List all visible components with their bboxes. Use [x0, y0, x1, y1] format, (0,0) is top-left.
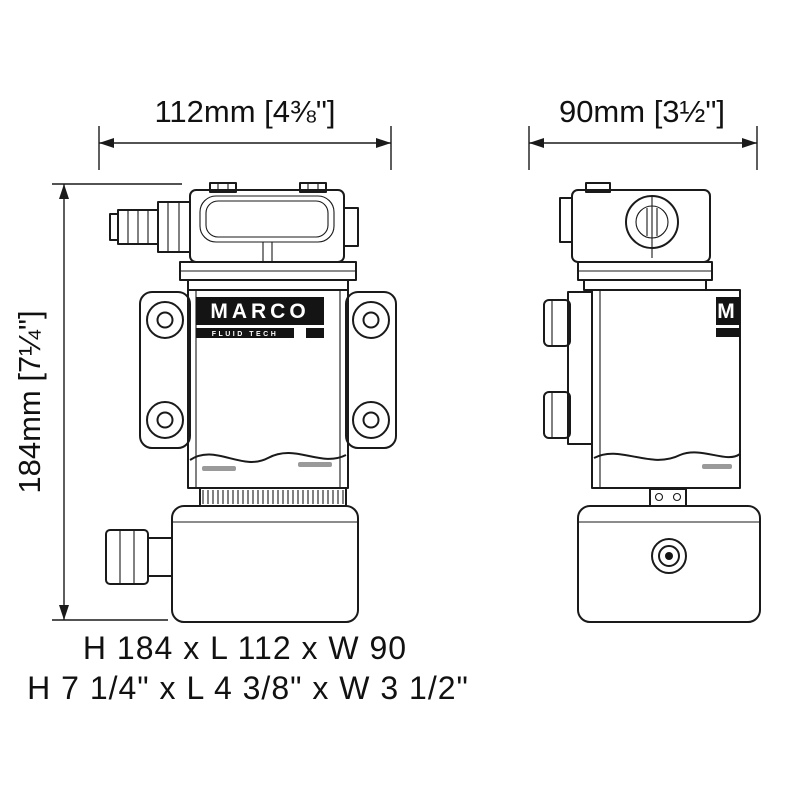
mount-hole — [146, 301, 184, 339]
base-housing — [577, 505, 761, 623]
mounting-bracket-left — [139, 291, 191, 449]
hose-barb-fitting — [109, 201, 191, 253]
label-wave — [593, 451, 741, 461]
mounting-bracket-side — [543, 291, 593, 445]
outlet-port-inner — [635, 205, 669, 239]
head-lug — [559, 197, 573, 243]
base-port — [651, 538, 687, 574]
arrowhead-bottom — [59, 605, 69, 620]
dimension-height: 184mm [7¼"] — [12, 183, 182, 621]
head-bolt — [299, 182, 327, 193]
head-housing — [571, 189, 711, 263]
motor-body-front: MARCO FLUID TECH — [187, 289, 349, 489]
pump-base-side — [577, 505, 761, 623]
brand-logo: MARCO — [210, 300, 309, 323]
label-wave — [189, 452, 347, 463]
head-flange-side — [577, 261, 713, 291]
mount-hole-inner — [362, 411, 380, 429]
outlet-port — [625, 195, 679, 249]
arrowhead-top — [59, 184, 69, 199]
head-bolt — [585, 182, 611, 193]
footer-metric: H 184 x L 112 x W 90 — [83, 630, 407, 666]
mount-hole-inner — [156, 411, 174, 429]
terminal-block — [649, 488, 687, 507]
mount-hole-inner — [156, 311, 174, 329]
height-label: 184mm [7¼"] — [12, 310, 47, 493]
flange-step — [187, 279, 349, 291]
arrowhead-right — [742, 138, 757, 148]
base-housing — [171, 505, 359, 623]
collar-ribs — [202, 490, 344, 504]
barb-tip — [109, 213, 119, 241]
footer-imperial: H 7 1/4" x L 4 3/8" x W 3 1/2" — [27, 670, 469, 706]
microtext — [702, 464, 732, 469]
bracket-plate — [345, 291, 397, 449]
dimension-side-width: 90mm [3½"] — [528, 94, 758, 170]
base-port-ring — [658, 545, 680, 567]
arrowhead-right — [376, 138, 391, 148]
brand-band-partial — [716, 297, 740, 325]
brand-logo-partial: M — [717, 300, 739, 323]
motor-body-side: M — [591, 289, 741, 489]
pump-head-front — [189, 182, 359, 263]
terminal-pin — [672, 492, 682, 502]
brand-band — [196, 297, 324, 325]
arrowhead-left — [529, 138, 544, 148]
dimension-front-width: 112mm [4⅜"] — [98, 94, 392, 170]
head-cover-outer — [199, 195, 335, 243]
ribbed-collar — [199, 487, 347, 507]
side-width-label: 90mm [3½"] — [559, 94, 725, 129]
mount-hole — [146, 401, 184, 439]
mount-hole — [352, 401, 390, 439]
pump-front-view: MARCO FLUID TECH — [105, 182, 397, 623]
microtext — [298, 462, 332, 467]
bracket-tab — [543, 391, 571, 439]
mount-hole-inner — [362, 311, 380, 329]
base-port-center — [665, 552, 673, 560]
cable-gland-body — [147, 537, 173, 577]
brand-subband — [196, 328, 294, 338]
pump-head-side — [559, 182, 711, 263]
bracket-plate-edge — [567, 291, 593, 445]
mount-hole — [352, 301, 390, 339]
footer-dimensions: H 184 x L 112 x W 90 H 7 1/4" x L 4 3/8"… — [27, 630, 469, 706]
pump-base-front — [105, 505, 359, 623]
head-bolt — [209, 182, 237, 193]
microtext — [202, 466, 236, 471]
outlet-plug — [343, 207, 359, 247]
cable-gland-nut — [105, 529, 149, 585]
terminal-pin — [654, 492, 664, 502]
head-flange-front — [179, 261, 357, 291]
front-width-label: 112mm [4⅜"] — [154, 94, 335, 129]
brand-tagline: FLUID TECH — [212, 331, 279, 338]
pump-side-view: M — [543, 182, 761, 623]
fitting-nut — [157, 201, 191, 253]
bracket-plate — [139, 291, 191, 449]
brand-mark — [306, 328, 324, 338]
head-cover-inner — [205, 200, 329, 238]
flange-step — [583, 279, 707, 291]
bracket-tab — [543, 299, 571, 347]
mounting-bracket-right — [345, 291, 397, 449]
arrowhead-left — [99, 138, 114, 148]
brand-subband-partial — [716, 328, 740, 337]
